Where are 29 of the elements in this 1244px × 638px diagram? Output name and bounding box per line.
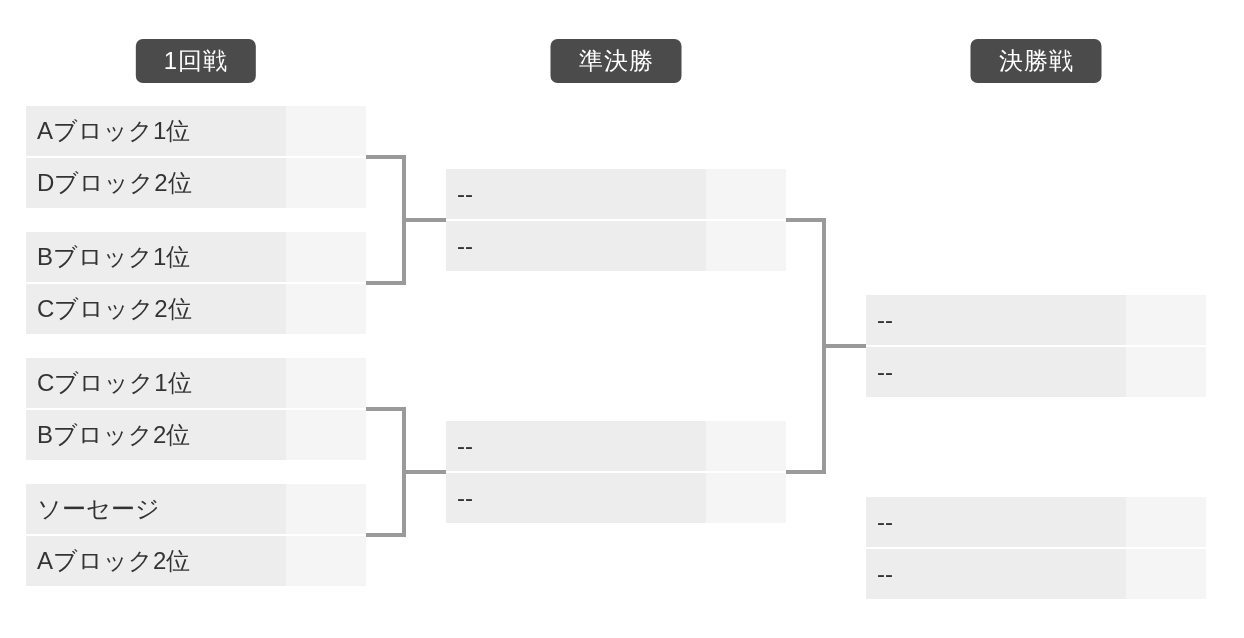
- team-name: Dブロック2位: [37, 168, 192, 198]
- team-name: Cブロック2位: [37, 294, 192, 324]
- team-name: Aブロック1位: [37, 116, 191, 146]
- bracket-line: [366, 218, 446, 285]
- team-name: --: [877, 507, 893, 537]
- match-box: [26, 232, 366, 334]
- match-box: [26, 358, 366, 460]
- team-name: Bブロック1位: [37, 242, 191, 272]
- match-box: [26, 484, 366, 586]
- round-heading: 決勝戦: [970, 39, 1102, 83]
- bracket-line: [366, 470, 446, 537]
- match-box: [446, 169, 786, 271]
- team-name: --: [877, 559, 893, 589]
- team-name: Cブロック1位: [37, 368, 192, 398]
- team-name: --: [877, 305, 893, 335]
- round-heading: 準決勝: [550, 39, 682, 83]
- team-name: Aブロック2位: [37, 546, 191, 576]
- team-name: --: [457, 179, 473, 209]
- team-name: --: [877, 357, 893, 387]
- round-heading: 1回戦: [135, 39, 257, 83]
- team-name: ソーセージ: [37, 494, 160, 524]
- team-name: --: [457, 431, 473, 461]
- match-box: [866, 295, 1206, 397]
- bracket-line: [786, 344, 866, 474]
- team-name: Bブロック2位: [37, 420, 191, 450]
- match-box: [26, 106, 366, 208]
- team-name: --: [457, 231, 473, 261]
- team-name: --: [457, 483, 473, 513]
- match-box: [446, 421, 786, 523]
